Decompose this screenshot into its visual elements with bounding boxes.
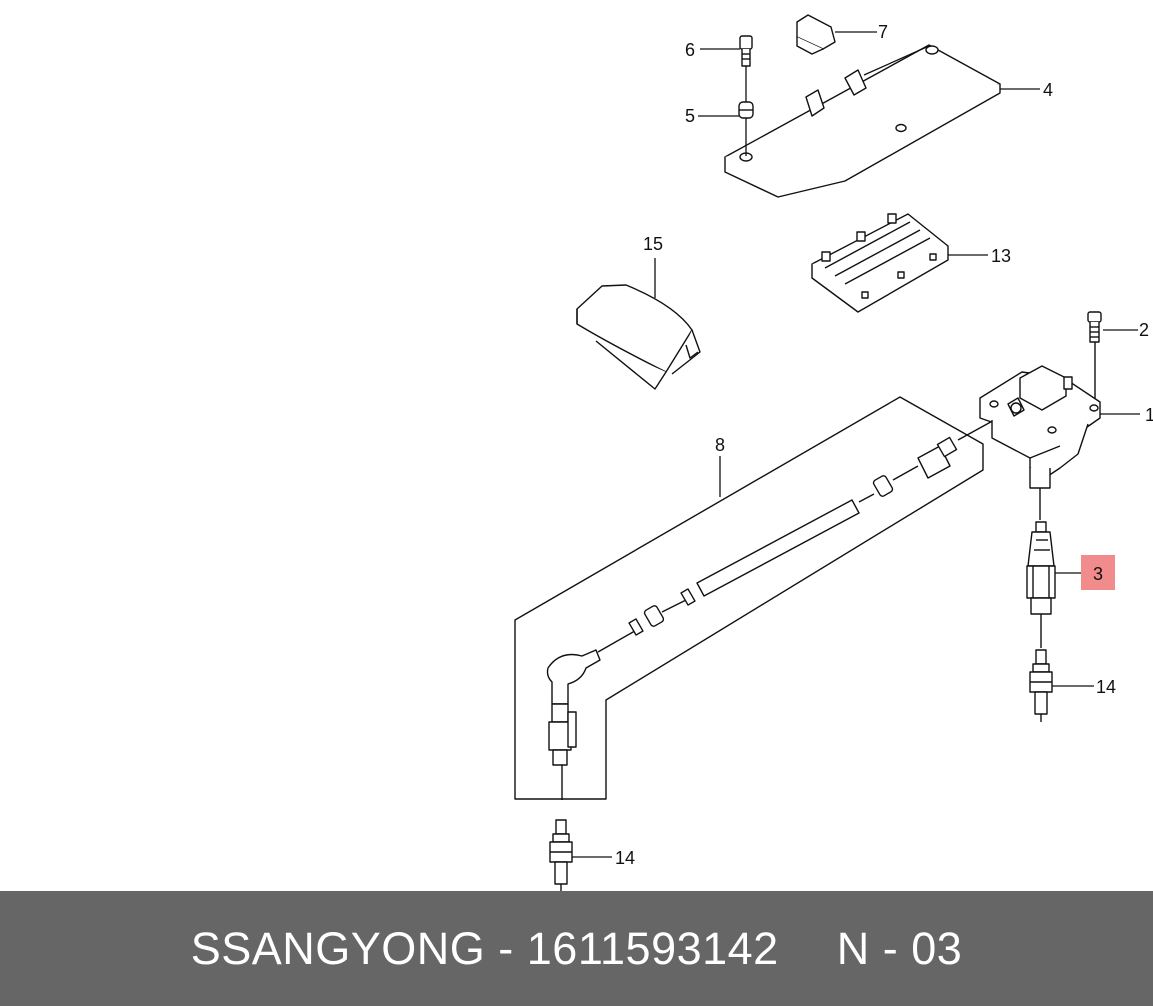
connector-part-3 xyxy=(1026,521,1056,648)
bolt-part-2 xyxy=(1087,311,1102,404)
reference-prefix: N xyxy=(836,922,870,974)
reference-separator: - xyxy=(882,922,899,974)
callout-14-right: 14 xyxy=(1096,677,1116,697)
brand-separator: - xyxy=(498,922,514,974)
callout-13: 13 xyxy=(991,246,1011,266)
callout-15: 15 xyxy=(643,234,663,254)
clip-part-7 xyxy=(796,14,836,55)
brand-name: SSANGYONG xyxy=(190,922,486,974)
cover-plate-part-4 xyxy=(724,44,1001,198)
leader-lines xyxy=(572,31,1140,858)
part-number: 1611593142 xyxy=(526,922,779,974)
callout-7: 7 xyxy=(878,22,888,42)
parts-diagram: 1 2 3 4 5 6 7 8 13 14 14 15 xyxy=(514,14,1153,891)
callout-14-lower: 14 xyxy=(615,848,635,868)
ignition-module-part-13 xyxy=(811,213,949,313)
spark-plug-part-14-lower xyxy=(549,819,573,891)
callout-1: 1 xyxy=(1145,405,1153,425)
grommet-part-5 xyxy=(738,101,754,119)
callout-8: 8 xyxy=(715,435,725,455)
callout-3: 3 xyxy=(1093,564,1103,584)
callout-5: 5 xyxy=(685,106,695,126)
cap-part-15 xyxy=(576,284,701,390)
highlight-callout-3 xyxy=(1081,555,1115,590)
callout-6: 6 xyxy=(685,40,695,60)
callout-2: 2 xyxy=(1139,320,1149,340)
reference-number: 03 xyxy=(911,922,963,974)
callout-4: 4 xyxy=(1043,80,1053,100)
lead-components xyxy=(546,417,999,800)
spark-plug-part-14-right xyxy=(1029,649,1053,722)
ignition-coil-part-1 xyxy=(979,365,1101,520)
footer-banner: SSANGYONG - 1611593142 N - 03 xyxy=(0,891,1153,1006)
bolt-part-6 xyxy=(739,35,753,67)
callout-labels: 1 2 3 4 5 6 7 8 13 14 14 15 xyxy=(615,22,1153,868)
lead-box-part-8 xyxy=(514,396,984,800)
